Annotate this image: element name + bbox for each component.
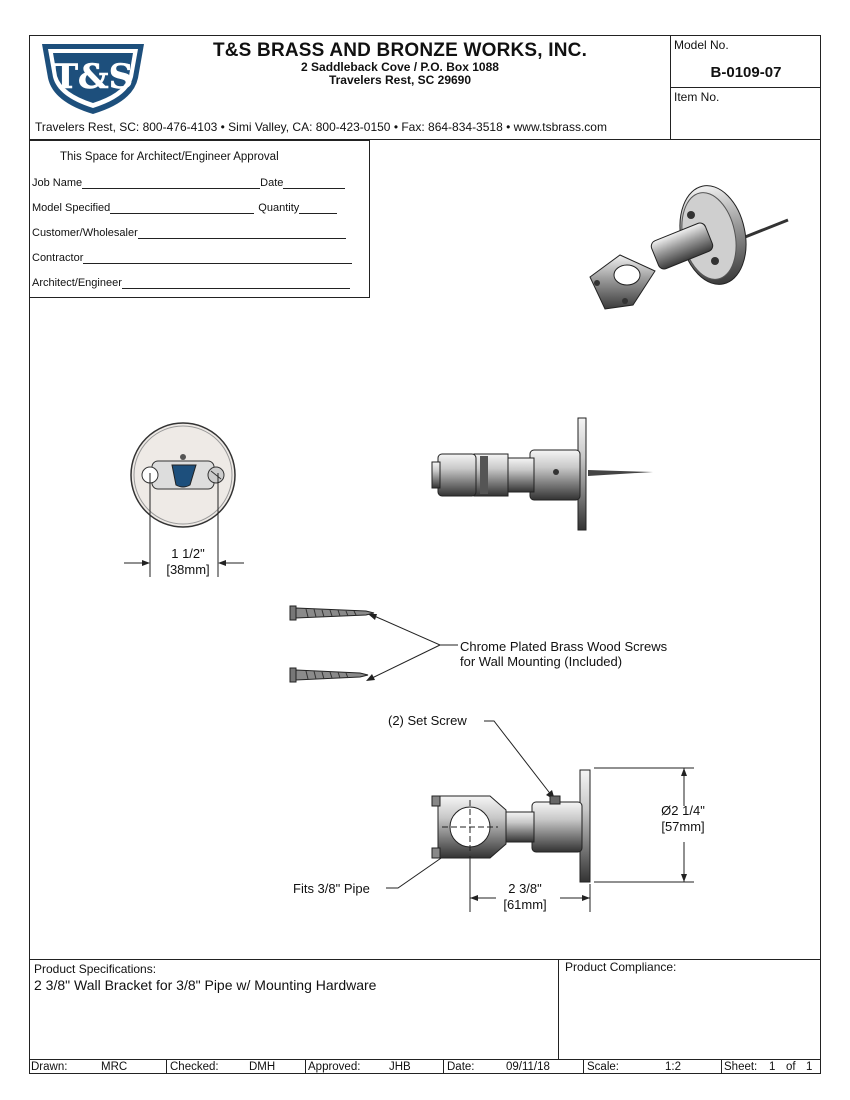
tb-sep-3 bbox=[443, 1059, 444, 1074]
address-line-2: Travelers Rest, SC 29690 bbox=[328, 73, 472, 87]
approved-label: Approved: bbox=[308, 1061, 361, 1073]
architect-label: Architect/Engineer bbox=[32, 277, 122, 289]
drawing-frame bbox=[29, 35, 821, 1074]
contractor-label: Contractor bbox=[32, 252, 84, 264]
screws-callout: Chrome Plated Brass Wood Screws for Wall… bbox=[460, 639, 667, 669]
architect-line[interactable] bbox=[121, 276, 350, 289]
job-name-line[interactable] bbox=[82, 176, 261, 189]
model-specified-label: Model Specified bbox=[32, 202, 111, 214]
tb-sep-1 bbox=[166, 1059, 167, 1074]
tb-sep-5 bbox=[721, 1059, 722, 1074]
wood-screws-drawing bbox=[289, 605, 375, 683]
tb-sep-4 bbox=[583, 1059, 584, 1074]
front-view-drawing bbox=[124, 422, 244, 577]
set-screw-callout: (2) Set Screw bbox=[388, 713, 467, 728]
side-view-drawing bbox=[431, 417, 653, 531]
tb-sep-2 bbox=[305, 1059, 306, 1074]
contractor-line[interactable] bbox=[83, 251, 353, 264]
sheet-of: of bbox=[786, 1061, 796, 1073]
item-no-label: Item No. bbox=[674, 90, 720, 104]
isometric-view-image bbox=[589, 185, 789, 310]
ts-logo: T&S bbox=[42, 44, 144, 114]
hole-spacing-dimension: 1 1/2" [38mm] bbox=[140, 546, 236, 578]
job-name-field[interactable]: Job Name Date bbox=[32, 176, 346, 189]
date-value-tb: 09/11/18 bbox=[506, 1061, 550, 1073]
model-item-divider bbox=[670, 87, 821, 88]
customer-line[interactable] bbox=[137, 226, 346, 239]
quantity-line[interactable] bbox=[299, 201, 338, 214]
flange-diameter-imperial: Ø2 1/4" bbox=[661, 803, 705, 818]
scale-value: 1:2 bbox=[665, 1061, 681, 1073]
date-label: Date bbox=[260, 177, 284, 189]
architect-field[interactable]: Architect/Engineer bbox=[32, 276, 350, 289]
sheet-value: 1 bbox=[769, 1061, 776, 1073]
scale-label: Scale: bbox=[587, 1061, 619, 1073]
dimensioned-side-view-drawing bbox=[431, 767, 694, 912]
title-block-divider bbox=[29, 1059, 821, 1060]
sheet-label: Sheet: bbox=[724, 1061, 758, 1073]
projection-imperial: 2 3/8" bbox=[508, 881, 542, 896]
date-line[interactable] bbox=[283, 176, 346, 189]
projection-metric: [61mm] bbox=[503, 897, 547, 912]
checked-label: Checked: bbox=[170, 1061, 219, 1073]
approval-box bbox=[29, 140, 370, 298]
contractor-field[interactable]: Contractor bbox=[32, 251, 353, 264]
company-name: T&S BRASS AND BRONZE WORKS, INC. bbox=[212, 40, 588, 61]
flange-diameter-dimension: Ø2 1/4" [57mm] bbox=[650, 803, 716, 835]
model-specified-line[interactable] bbox=[110, 201, 255, 214]
screws-callout-line-1: Chrome Plated Brass Wood Screws bbox=[460, 639, 668, 654]
date-label-tb: Date: bbox=[447, 1061, 475, 1073]
product-spec-label: Product Specifications: bbox=[34, 962, 157, 976]
compliance-divider bbox=[558, 959, 559, 1059]
fits-pipe-callout: Fits 3/8" Pipe bbox=[293, 881, 370, 896]
quantity-label: Quantity bbox=[258, 202, 300, 214]
screws-callout-line-2: for Wall Mounting (Included) bbox=[460, 654, 623, 669]
approved-value: JHB bbox=[389, 1061, 411, 1073]
drawn-value: MRC bbox=[101, 1061, 128, 1073]
contact-line: Travelers Rest, SC: 800-476-4103 • Simi … bbox=[35, 120, 607, 134]
checked-value: DMH bbox=[249, 1061, 276, 1073]
model-specified-field[interactable]: Model Specified Quantity bbox=[32, 201, 338, 214]
hole-spacing-imperial: 1 1/2" bbox=[171, 546, 205, 561]
drawn-label: Drawn: bbox=[31, 1061, 68, 1073]
projection-dimension: 2 3/8" [61mm] bbox=[492, 881, 558, 913]
header-divider bbox=[29, 139, 821, 140]
company-address: 2 Saddleback Cove / P.O. Box 1088 Travel… bbox=[180, 61, 620, 87]
spec-divider bbox=[29, 959, 821, 960]
product-spec-value: 2 3/8" Wall Bracket for 3/8" Pipe w/ Mou… bbox=[34, 977, 377, 993]
sheet-total: 1 bbox=[806, 1061, 813, 1073]
wood-screw-lower bbox=[289, 667, 369, 683]
hole-spacing-metric: [38mm] bbox=[166, 562, 210, 577]
address-line-1: 2 Saddleback Cove / P.O. Box 1088 bbox=[301, 60, 499, 74]
model-no-label: Model No. bbox=[674, 38, 729, 52]
job-name-label: Job Name bbox=[32, 177, 83, 189]
product-compliance-label: Product Compliance: bbox=[565, 960, 677, 974]
approval-title: This Space for Architect/Engineer Approv… bbox=[60, 151, 279, 163]
flange-diameter-metric: [57mm] bbox=[661, 819, 705, 834]
customer-label: Customer/Wholesaler bbox=[32, 227, 138, 239]
svg-text:T&S: T&S bbox=[53, 57, 134, 97]
model-no-value: B-0109-07 bbox=[710, 64, 782, 81]
customer-field[interactable]: Customer/Wholesaler bbox=[32, 226, 346, 239]
